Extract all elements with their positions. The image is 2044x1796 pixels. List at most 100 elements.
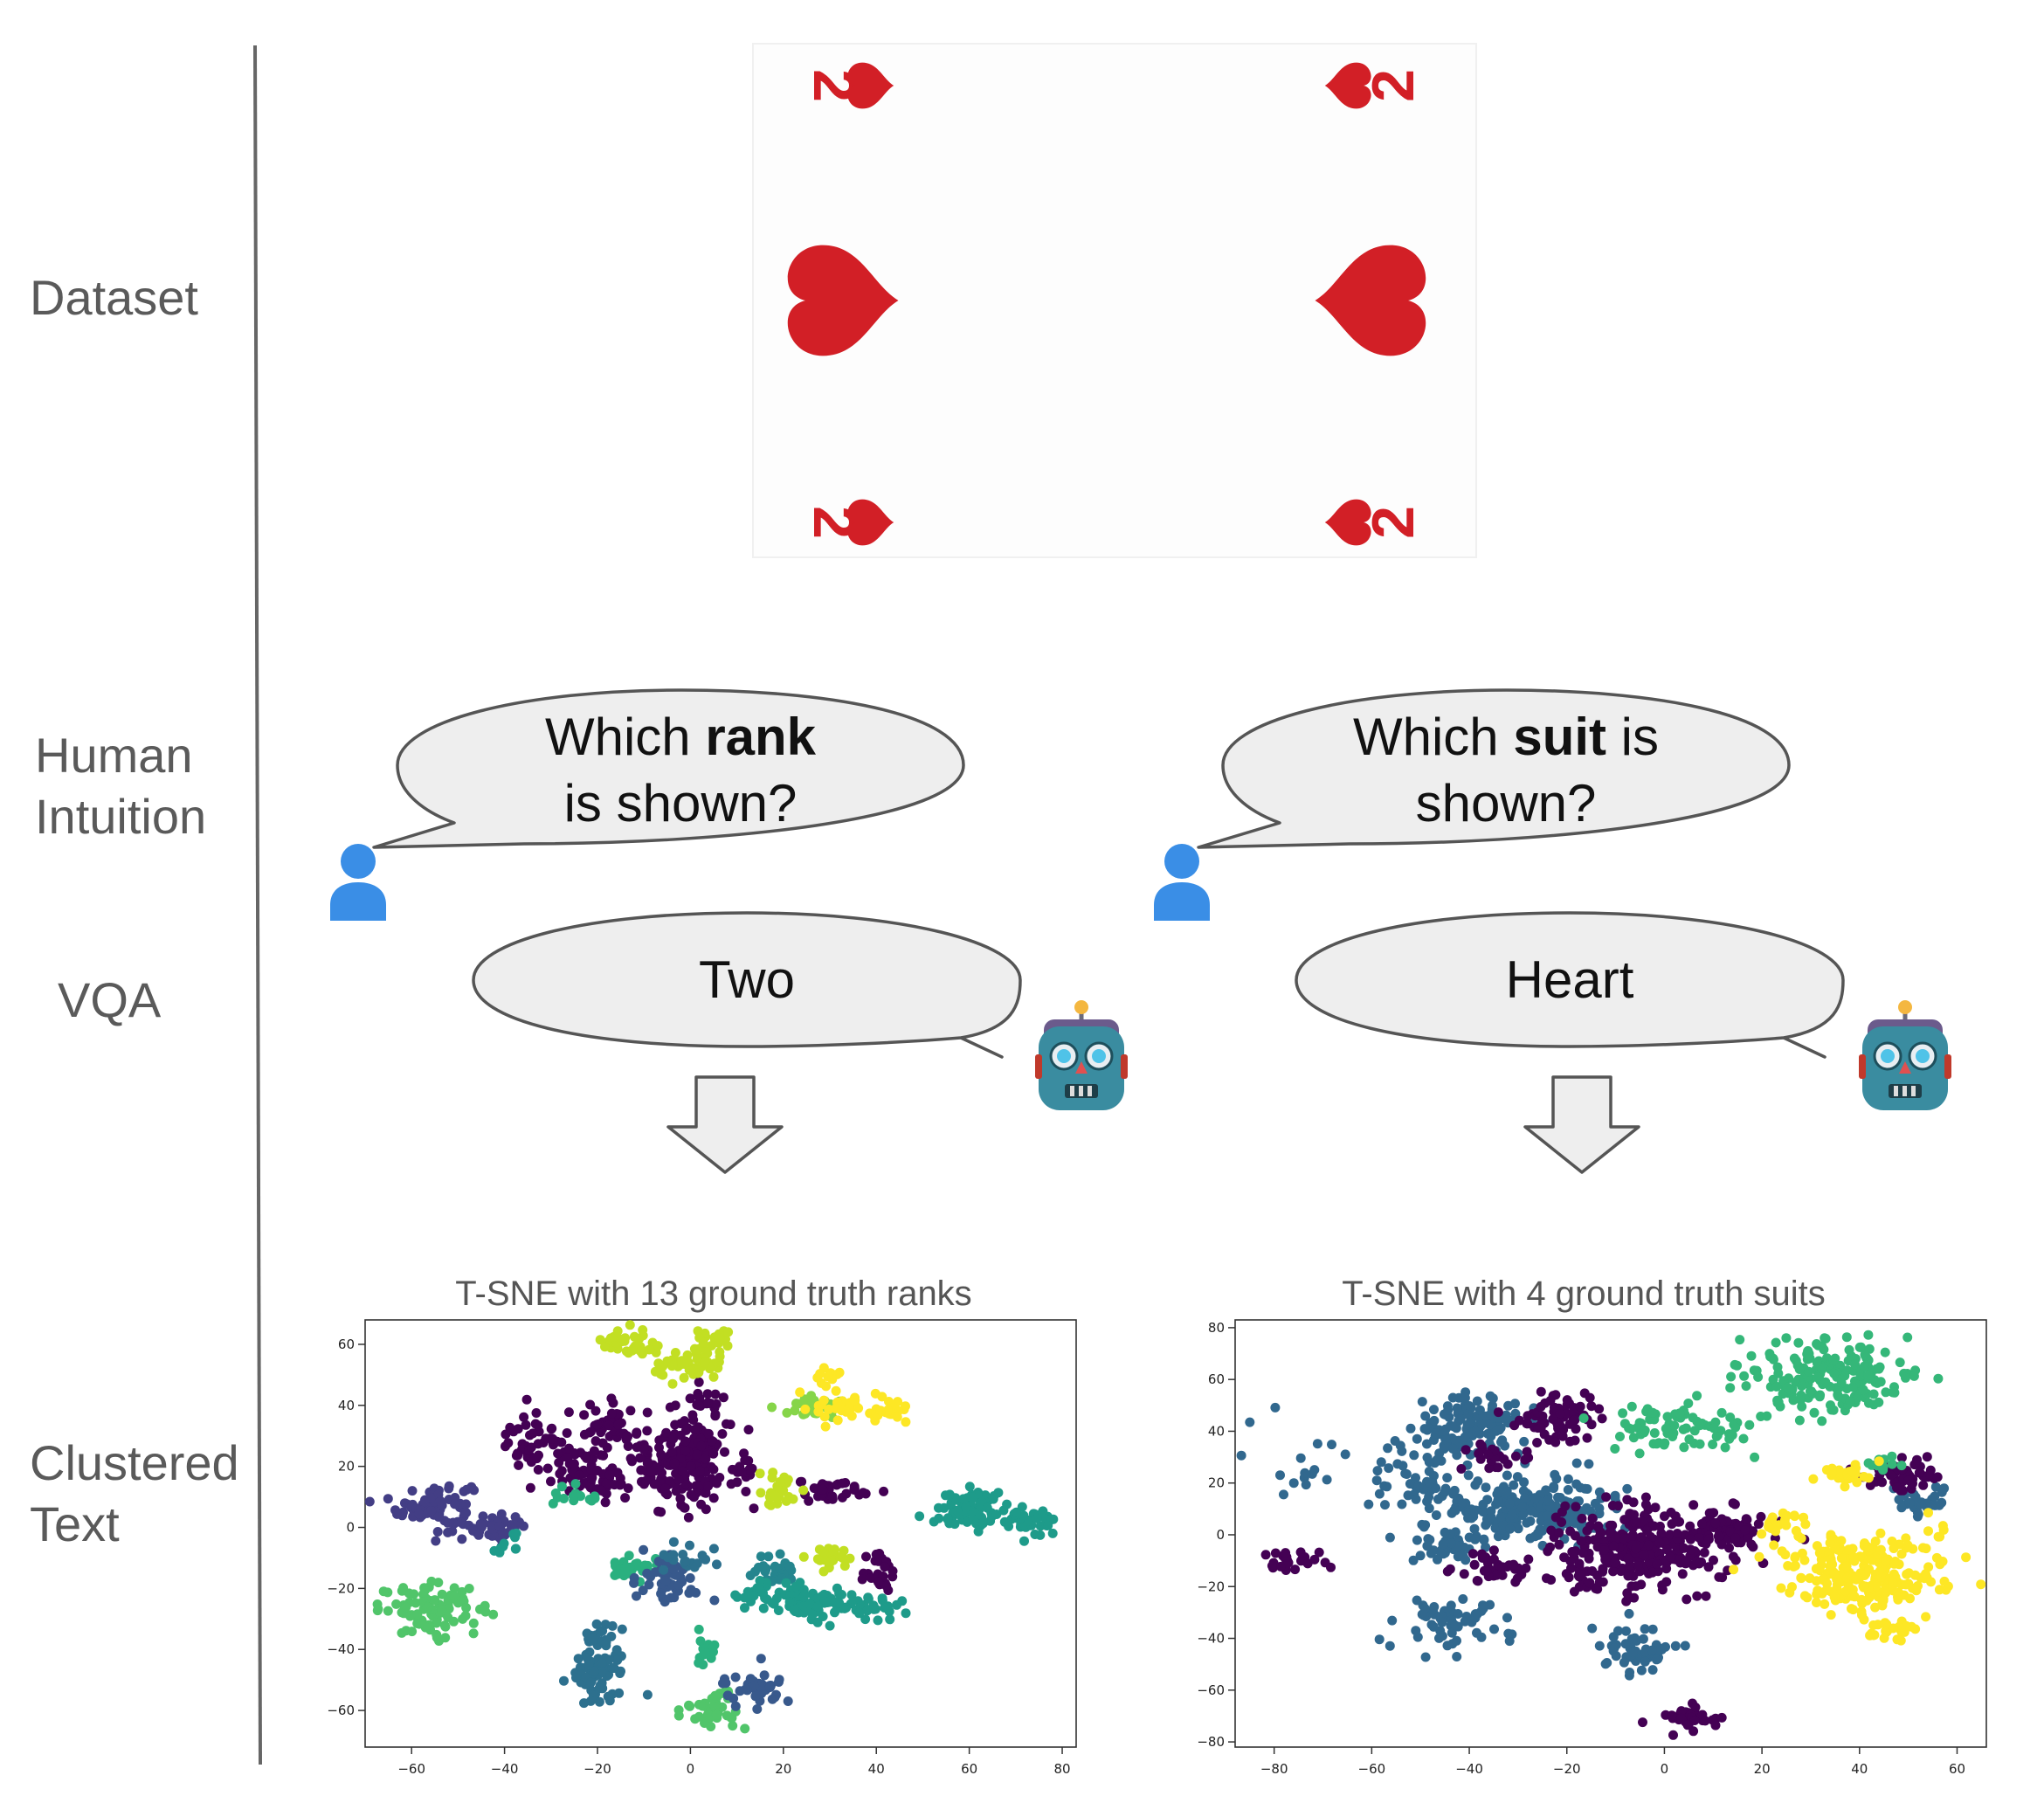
scatter-point xyxy=(1797,1401,1807,1412)
scatter-point xyxy=(574,1470,584,1481)
scatter-point xyxy=(1640,1624,1650,1634)
scatter-point xyxy=(625,1454,636,1464)
scatter-point xyxy=(749,1503,759,1514)
scatter-point xyxy=(728,1721,738,1731)
scatter-point xyxy=(1411,1626,1421,1636)
scatter-point xyxy=(1670,1641,1681,1651)
scatter-point xyxy=(1790,1511,1800,1522)
scatter-point xyxy=(766,1500,776,1510)
down-arrow-icon xyxy=(666,1075,784,1174)
scatter-point xyxy=(595,1627,605,1637)
scatter-point xyxy=(1609,1643,1619,1654)
scatter-point xyxy=(1549,1482,1559,1492)
scatter-point xyxy=(618,1571,629,1581)
scatter-point xyxy=(1688,1726,1699,1737)
scatter-point xyxy=(505,1422,515,1433)
scatter-point xyxy=(597,1667,607,1677)
scatter-point xyxy=(680,1478,691,1489)
scatter-point xyxy=(1634,1448,1645,1459)
x-tick-label: −20 xyxy=(584,1761,611,1777)
scatter-point xyxy=(1711,1431,1722,1441)
scatter-point xyxy=(629,1578,639,1588)
scatter-point xyxy=(1495,1425,1504,1435)
scatter-point xyxy=(880,1562,890,1572)
scatter-point xyxy=(1536,1386,1546,1397)
scatter-point xyxy=(1879,1633,1889,1643)
scatter-point xyxy=(675,1494,686,1504)
scatter-point xyxy=(1716,1539,1727,1550)
scatter-point xyxy=(1279,1489,1288,1500)
scatter-point xyxy=(670,1420,680,1430)
scatter-point xyxy=(915,1511,925,1522)
scatter-point xyxy=(591,1619,602,1629)
scatter-point xyxy=(706,1722,716,1731)
scatter-point xyxy=(1841,1332,1852,1343)
scatter-point xyxy=(1384,1463,1394,1474)
scatter-point xyxy=(712,1559,722,1570)
scatter-point xyxy=(1517,1502,1528,1513)
scatter-point xyxy=(1502,1613,1512,1623)
scatter-point xyxy=(1405,1479,1415,1489)
x-tick-label: −60 xyxy=(1358,1761,1386,1777)
question-left-line1: Which rank xyxy=(545,708,817,766)
scatter-point xyxy=(614,1688,625,1698)
scatter-point xyxy=(845,1553,855,1564)
scatter-point xyxy=(1477,1420,1487,1430)
x-tick-label: 80 xyxy=(1053,1761,1070,1777)
scatter-point xyxy=(1530,1493,1540,1503)
scatter-point xyxy=(1669,1420,1680,1431)
scatter-point xyxy=(1481,1482,1491,1493)
scatter-point xyxy=(1764,1349,1775,1359)
scatter-point xyxy=(1626,1401,1637,1412)
scatter-point xyxy=(582,1453,591,1463)
scatter-point xyxy=(1901,1372,1910,1383)
scatter-point xyxy=(971,1518,981,1529)
scatter-point xyxy=(755,1585,765,1596)
scatter-point xyxy=(612,1655,623,1665)
scatter-point xyxy=(1976,1579,1986,1590)
scatter-point xyxy=(600,1497,611,1508)
scatter-point xyxy=(853,1403,864,1413)
scatter-point xyxy=(711,1710,722,1720)
scatter-point xyxy=(703,1481,714,1491)
dataset-row-label: Dataset xyxy=(30,270,198,325)
scatter-point xyxy=(1859,1581,1869,1592)
scatter-point xyxy=(973,1526,984,1537)
scatter-point xyxy=(695,1636,706,1647)
scatter-point xyxy=(1874,1364,1884,1374)
scatter-point xyxy=(717,1429,728,1439)
scatter-point xyxy=(1888,1623,1898,1634)
scatter-point xyxy=(1730,1533,1741,1543)
scatter-point xyxy=(1858,1385,1868,1395)
scatter-point xyxy=(589,1446,599,1456)
scatter-point xyxy=(653,1358,664,1369)
scatter-point xyxy=(1738,1433,1749,1444)
scatter-point xyxy=(1921,1544,1931,1554)
scatter-point xyxy=(1844,1344,1854,1355)
scatter-point xyxy=(443,1527,453,1537)
scatter-point xyxy=(1385,1641,1395,1651)
scatter-point xyxy=(1288,1478,1299,1489)
scatter-point xyxy=(708,1493,719,1503)
scatter-point xyxy=(1848,1552,1859,1563)
scatter-point xyxy=(398,1583,409,1593)
scatter-point xyxy=(419,1585,430,1596)
scatter-point xyxy=(644,1344,654,1355)
scatter-point xyxy=(1295,1547,1306,1558)
scatter-point xyxy=(606,1408,617,1419)
clustered-text-row-label: Clustered Text xyxy=(30,1433,239,1555)
scatter-point xyxy=(1424,1477,1434,1488)
scatter-point xyxy=(715,1333,725,1344)
scatter-point xyxy=(680,1502,690,1513)
scatter-point xyxy=(1895,1357,1905,1368)
scatter-point xyxy=(1587,1513,1598,1523)
scatter-point xyxy=(1735,1335,1745,1345)
scatter-point xyxy=(697,1551,708,1561)
scatter-point xyxy=(1491,1570,1502,1580)
scatter-point xyxy=(1661,1423,1671,1433)
scatter-point xyxy=(461,1499,471,1509)
scatter-point xyxy=(1826,1468,1837,1478)
scatter-point xyxy=(1610,1558,1619,1568)
scatter-points xyxy=(1236,1330,1986,1740)
scatter-point xyxy=(804,1599,815,1609)
